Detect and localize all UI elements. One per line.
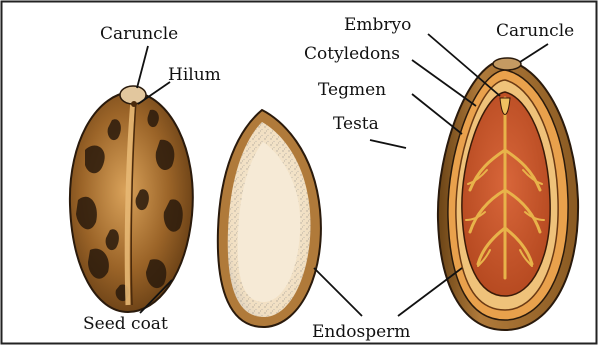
- label-hilum: Hilum: [168, 65, 221, 85]
- caruncle-right: [493, 58, 521, 70]
- leader-caruncle-right: [520, 44, 548, 62]
- label-cotyledons: Cotyledons: [304, 44, 400, 64]
- label-tegmen: Tegmen: [318, 80, 386, 100]
- seed-section: [218, 110, 321, 327]
- label-seed-coat: Seed coat: [83, 314, 168, 334]
- leader-caruncle-left: [137, 46, 148, 88]
- whole-seed: [70, 86, 193, 312]
- leader-tegmen: [412, 94, 462, 134]
- hilum-mark: [131, 101, 137, 107]
- leader-endosperm-middle: [314, 268, 362, 316]
- label-caruncle-left: Caruncle: [100, 24, 178, 44]
- label-embryo: Embryo: [344, 15, 411, 35]
- label-caruncle-right: Caruncle: [496, 21, 574, 41]
- label-testa: Testa: [333, 114, 379, 134]
- leader-testa: [370, 140, 406, 148]
- cut-seed: [438, 58, 578, 330]
- label-endosperm: Endosperm: [312, 322, 410, 342]
